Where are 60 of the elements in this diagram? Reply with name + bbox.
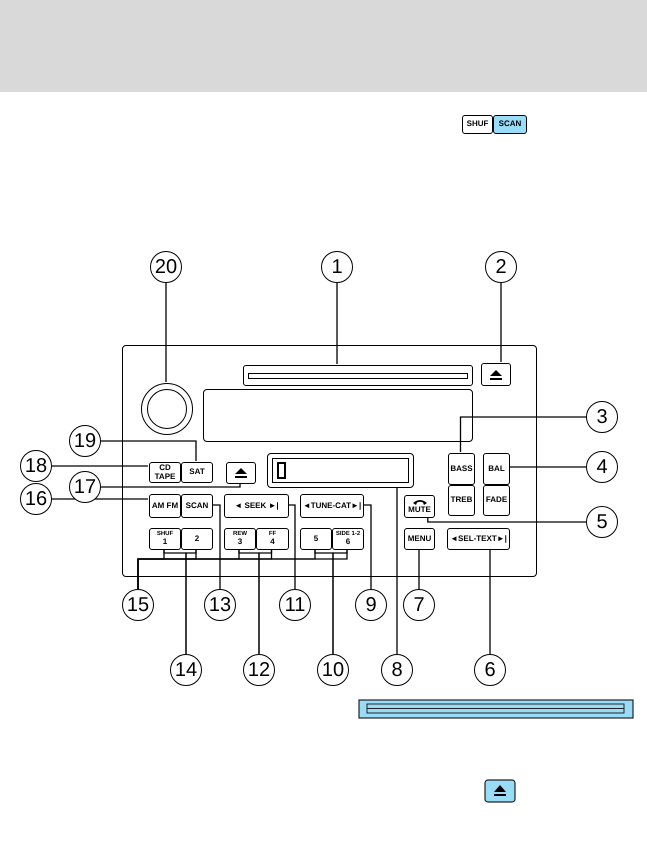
callout-number: 13 bbox=[204, 589, 236, 621]
leader-line bbox=[212, 504, 221, 589]
display-window bbox=[203, 389, 473, 442]
callout-number: 12 bbox=[243, 654, 275, 686]
menu-button: MENU bbox=[404, 528, 435, 550]
cd-slot bbox=[243, 365, 473, 386]
leader-line bbox=[101, 440, 197, 461]
am-fm-button: AM FM bbox=[149, 494, 181, 518]
callout-number: 11 bbox=[279, 589, 311, 621]
treb-button: TREB bbox=[448, 485, 475, 516]
leader-line bbox=[288, 504, 296, 589]
bal-button: BAL bbox=[483, 453, 510, 485]
sel-text-button: ◄SEL-TEXT►| bbox=[447, 528, 510, 550]
eject-button bbox=[481, 363, 511, 386]
preset-button: 5 bbox=[300, 528, 332, 550]
callout-number: 5 bbox=[586, 506, 618, 538]
callout-number: 18 bbox=[20, 450, 52, 482]
leader-line bbox=[396, 486, 398, 654]
leader-line bbox=[460, 416, 586, 452]
leader-line bbox=[427, 517, 586, 523]
volume-knob bbox=[141, 383, 193, 435]
leader-line bbox=[363, 504, 372, 589]
bass-button: BASS bbox=[448, 453, 475, 485]
leader-line bbox=[508, 466, 586, 468]
leader-line bbox=[101, 483, 241, 488]
callout-number: 14 bbox=[170, 654, 202, 686]
callout-number: 2 bbox=[485, 251, 517, 283]
preset-button: 2 bbox=[181, 528, 213, 550]
callout-number: 4 bbox=[586, 451, 618, 483]
seek-button: ◄ SEEK ►| bbox=[224, 494, 289, 518]
callout-number: 10 bbox=[317, 654, 349, 686]
callout-number: 6 bbox=[474, 654, 506, 686]
callout-number: 3 bbox=[586, 401, 618, 433]
leader-line bbox=[165, 283, 167, 383]
scan-button: SCAN bbox=[493, 115, 527, 134]
callout-number: 7 bbox=[403, 589, 435, 621]
callout-number: 15 bbox=[122, 589, 154, 621]
tune-cat-button: ◄TUNE-CAT►| bbox=[300, 494, 364, 518]
callout-number: 8 bbox=[381, 654, 413, 686]
shuf-button: SHUF bbox=[462, 115, 493, 134]
leader-line bbox=[336, 283, 338, 365]
callout-number: 1 bbox=[321, 251, 353, 283]
callout-number: 20 bbox=[150, 251, 182, 283]
callout-number: 9 bbox=[355, 589, 387, 621]
leader-line bbox=[418, 548, 420, 589]
fade-button: FADE bbox=[483, 485, 510, 516]
leader-line bbox=[52, 465, 149, 467]
scan-button: SCAN bbox=[181, 494, 213, 518]
callout-number: 16 bbox=[20, 483, 52, 515]
callout-number: 17 bbox=[69, 471, 101, 503]
leader-line bbox=[500, 283, 502, 363]
leader-line bbox=[489, 548, 491, 654]
eject-button bbox=[226, 462, 256, 484]
callout-number: 19 bbox=[69, 425, 101, 457]
leader-line bbox=[137, 549, 348, 589]
cd-tape-button: CD TAPE bbox=[149, 462, 181, 483]
radio-faceplate bbox=[122, 345, 537, 577]
cassette-slot bbox=[267, 453, 414, 488]
mute-button: MUTE bbox=[404, 495, 435, 518]
sat-button: SAT bbox=[181, 462, 213, 483]
